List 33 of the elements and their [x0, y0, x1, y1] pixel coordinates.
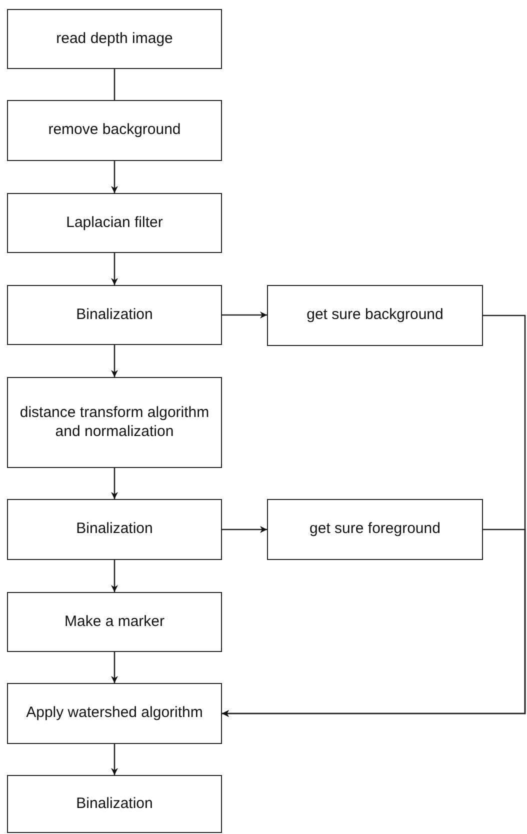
- step-label: Laplacian filter: [66, 214, 163, 232]
- arrow: [222, 528, 526, 717]
- process-box: [7, 193, 222, 253]
- arrow: [222, 312, 267, 318]
- arrow: [111, 560, 118, 592]
- step-label: Binalization: [76, 306, 153, 324]
- arrow: [111, 161, 118, 193]
- step-label: Apply watershed algorithm: [26, 704, 203, 723]
- step-label: Binalization: [76, 794, 153, 814]
- step-label: remove background: [48, 121, 181, 140]
- arrow: [111, 744, 118, 775]
- process-box: [7, 9, 222, 69]
- process-box: [7, 100, 222, 161]
- process-box: [7, 377, 222, 468]
- arrow: [111, 253, 118, 285]
- step-label: Make a marker: [64, 612, 165, 632]
- step-label: read depth image: [56, 30, 173, 48]
- arrow: [222, 526, 267, 533]
- connector-line: [114, 69, 116, 100]
- process-box: [7, 499, 222, 560]
- process-box: [7, 592, 222, 652]
- arrow: [111, 652, 118, 683]
- arrow: [111, 345, 118, 377]
- step-label: distance transform algorithm and normalization: [18, 404, 210, 442]
- arrow: [111, 468, 118, 499]
- step-label: get sure background: [306, 306, 444, 325]
- step-label: get sure foreground: [310, 520, 440, 539]
- process-box: [7, 775, 222, 833]
- step-label: Binalization: [76, 520, 153, 539]
- process-box: [267, 499, 483, 560]
- process-box: [7, 285, 222, 345]
- process-box: [267, 285, 483, 346]
- process-box: [7, 683, 222, 744]
